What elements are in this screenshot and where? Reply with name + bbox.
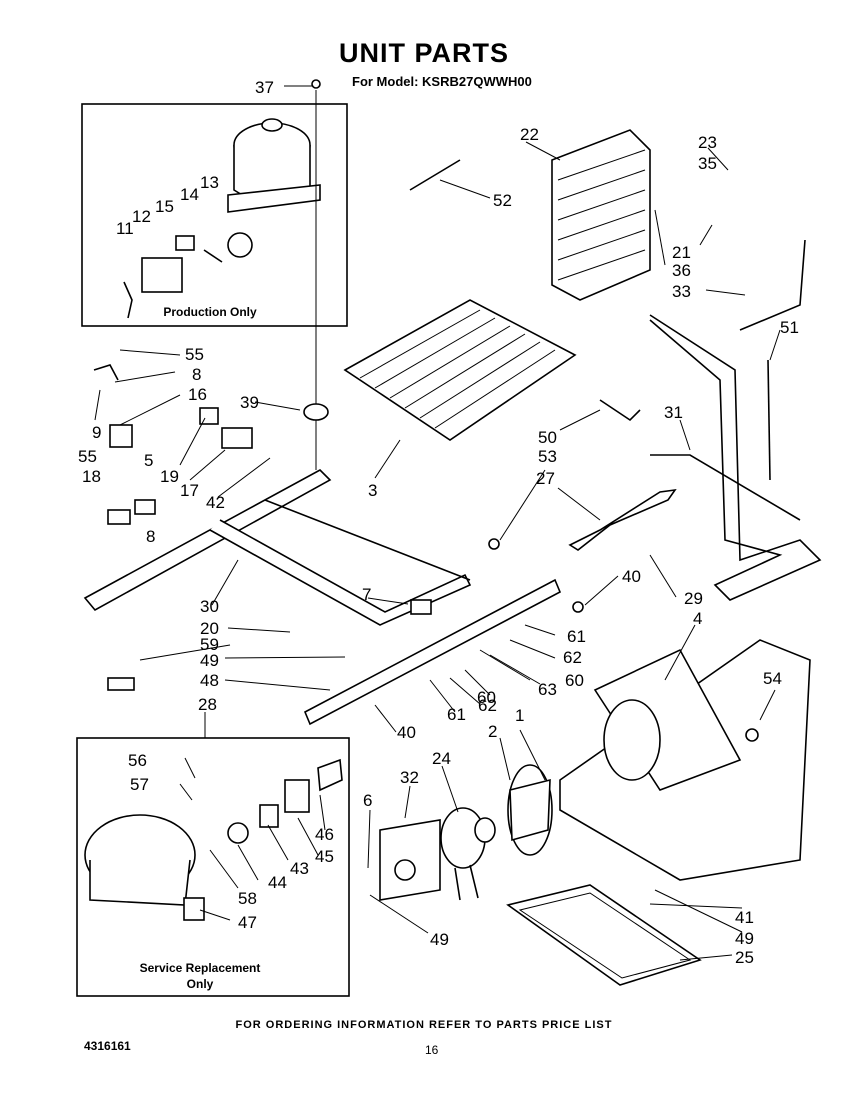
callouts: 37 13 14 15 12 11 22 23 35 52 21 36 33 5… bbox=[78, 78, 799, 967]
document-number: 4316161 bbox=[84, 1039, 131, 1053]
callout-3: 3 bbox=[368, 481, 377, 500]
callout-62a: 62 bbox=[563, 648, 582, 667]
tubing-31 bbox=[649, 314, 822, 601]
callout-41: 41 bbox=[735, 908, 754, 927]
callout-39: 39 bbox=[240, 393, 259, 412]
callout-60a: 60 bbox=[565, 671, 584, 690]
callout-44: 44 bbox=[268, 873, 287, 892]
callout-19: 19 bbox=[160, 467, 179, 486]
callout-55a: 55 bbox=[185, 345, 204, 364]
callout-46: 46 bbox=[315, 825, 334, 844]
compressor-production bbox=[227, 118, 321, 213]
callout-18: 18 bbox=[82, 467, 101, 486]
callout-9: 9 bbox=[92, 423, 101, 442]
callout-16: 16 bbox=[188, 385, 207, 404]
callout-22: 22 bbox=[520, 125, 539, 144]
callout-31: 31 bbox=[664, 403, 683, 422]
callout-59: 59 bbox=[200, 635, 219, 654]
callout-48: 48 bbox=[200, 671, 219, 690]
callout-17: 17 bbox=[180, 481, 199, 500]
callout-4: 4 bbox=[693, 609, 702, 628]
relay-parts-production bbox=[123, 232, 253, 319]
callout-53: 53 bbox=[538, 447, 557, 466]
base-plate-41 bbox=[559, 639, 811, 881]
page-number: 16 bbox=[425, 1043, 439, 1057]
callout-35: 35 bbox=[698, 154, 717, 173]
callout-57: 57 bbox=[130, 775, 149, 794]
callout-21: 21 bbox=[672, 243, 691, 262]
drain-pan-25 bbox=[506, 884, 702, 986]
ordering-info-footer: FOR ORDERING INFORMATION REFER TO PARTS … bbox=[235, 1019, 613, 1031]
service-only-label: Only bbox=[186, 977, 214, 991]
callout-51: 51 bbox=[780, 318, 799, 337]
callout-5: 5 bbox=[144, 451, 153, 470]
callout-2: 2 bbox=[488, 722, 497, 741]
page-title: UNIT PARTS bbox=[339, 38, 509, 68]
callout-49b: 49 bbox=[735, 929, 754, 948]
drier-27 bbox=[568, 488, 677, 551]
condenser-22 bbox=[551, 129, 651, 301]
callout-40a: 40 bbox=[622, 567, 641, 586]
fan-motor-24 bbox=[440, 807, 496, 901]
tube-51 bbox=[767, 359, 771, 481]
callout-20: 20 bbox=[200, 619, 219, 638]
callout-42: 42 bbox=[206, 493, 225, 512]
callout-40b: 40 bbox=[397, 723, 416, 742]
service-replacement-box bbox=[76, 737, 350, 997]
callout-27: 27 bbox=[536, 469, 555, 488]
callout-1: 1 bbox=[515, 706, 524, 725]
callout-29: 29 bbox=[684, 589, 703, 608]
callout-47: 47 bbox=[238, 913, 257, 932]
callout-12: 12 bbox=[132, 207, 151, 226]
callout-63: 63 bbox=[538, 680, 557, 699]
callout-32: 32 bbox=[400, 768, 419, 787]
evaporator-3 bbox=[343, 299, 577, 441]
callout-30: 30 bbox=[200, 597, 219, 616]
callout-36: 36 bbox=[672, 261, 691, 280]
callout-13: 13 bbox=[200, 173, 219, 192]
callout-45: 45 bbox=[315, 847, 334, 866]
callout-24: 24 bbox=[432, 749, 451, 768]
callout-43: 43 bbox=[290, 859, 309, 878]
bracket-32 bbox=[379, 819, 441, 901]
leader-lines bbox=[94, 85, 781, 961]
frame-rails bbox=[83, 469, 472, 626]
callout-52: 52 bbox=[493, 191, 512, 210]
callout-8b: 8 bbox=[146, 527, 155, 546]
production-only-label: Production Only bbox=[163, 305, 257, 319]
callout-37: 37 bbox=[255, 78, 274, 97]
callout-61a: 61 bbox=[567, 627, 586, 646]
callout-56: 56 bbox=[128, 751, 147, 770]
callout-58: 58 bbox=[238, 889, 257, 908]
callout-14: 14 bbox=[180, 185, 199, 204]
callout-55b: 55 bbox=[78, 447, 97, 466]
callout-33: 33 bbox=[672, 282, 691, 301]
callout-7: 7 bbox=[362, 585, 371, 604]
grommet-39 bbox=[303, 403, 329, 421]
callout-62b: 62 bbox=[478, 696, 497, 715]
callout-11: 11 bbox=[116, 219, 134, 238]
callout-49c: 49 bbox=[430, 930, 449, 949]
callout-54: 54 bbox=[763, 669, 782, 688]
callout-28: 28 bbox=[198, 695, 217, 714]
callout-8a: 8 bbox=[192, 365, 201, 384]
fan-blade-2 bbox=[507, 764, 553, 856]
service-replacement-label: Service Replacement bbox=[139, 961, 261, 975]
callout-49a: 49 bbox=[200, 651, 219, 670]
tube-33 bbox=[739, 239, 806, 331]
callout-23: 23 bbox=[698, 133, 717, 152]
brace-48 bbox=[303, 578, 562, 726]
callout-60b: 60 bbox=[477, 688, 496, 707]
misc-parts bbox=[93, 159, 759, 742]
callout-50: 50 bbox=[538, 428, 557, 447]
callout-15: 15 bbox=[155, 197, 174, 216]
production-only-box bbox=[81, 103, 348, 327]
callout-61b: 61 bbox=[447, 705, 466, 724]
compressor-service bbox=[84, 758, 343, 921]
model-subtitle: For Model: KSRB27QWWH00 bbox=[352, 74, 532, 89]
callout-25: 25 bbox=[735, 948, 754, 967]
callout-6: 6 bbox=[363, 791, 372, 810]
